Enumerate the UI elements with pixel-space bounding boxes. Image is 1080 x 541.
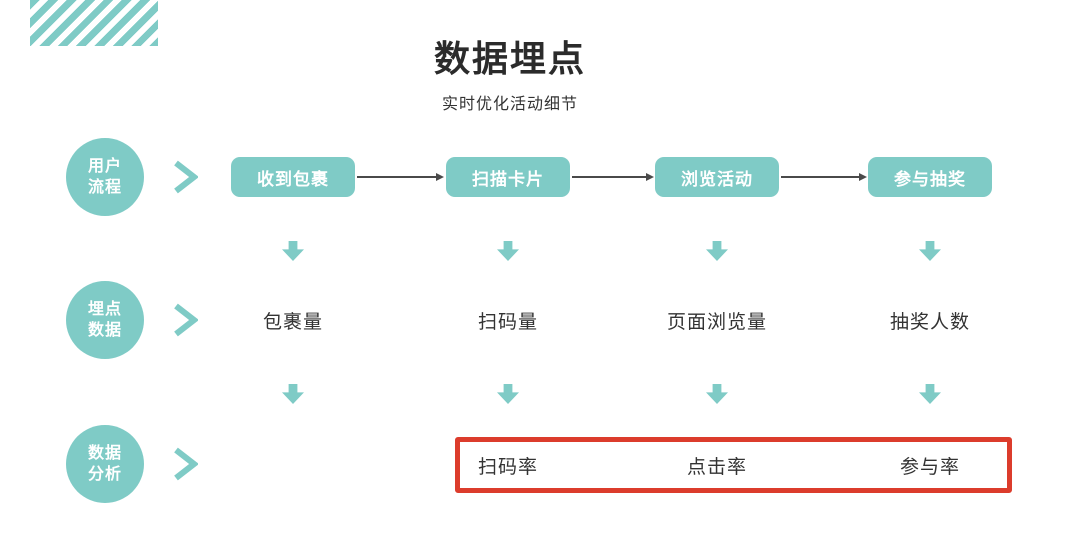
chevron-right-icon	[174, 303, 198, 337]
arrow-down-icon	[706, 241, 728, 261]
chevron-right-icon	[174, 160, 198, 194]
arrow-down-icon	[282, 241, 304, 261]
flow-step: 浏览活动	[655, 157, 779, 197]
row-badge-data-analysis: 数据 分析	[66, 425, 144, 503]
row-badge-line: 数据	[87, 320, 122, 339]
page-title: 数据埋点	[433, 39, 586, 80]
row-badge-line: 用户	[87, 156, 122, 176]
arrow-right-connector	[357, 173, 444, 181]
arrow-right-connector	[781, 173, 867, 181]
flow-step: 扫描卡片	[446, 157, 570, 197]
highlight-box	[455, 437, 1012, 493]
rate-label: 扫码率	[477, 456, 538, 478]
row-badge-tracking-data: 埋点 数据	[66, 281, 144, 359]
row-badge-user-flow: 用户 流程	[66, 138, 144, 216]
chevron-right-icon	[174, 447, 198, 481]
arrow-down-icon	[497, 384, 519, 404]
metric-label: 页面浏览量	[666, 311, 767, 333]
arrow-right-connector	[572, 173, 654, 181]
rate-label: 参与率	[899, 456, 960, 478]
row-badge-line: 流程	[87, 177, 122, 196]
arrow-down-icon	[706, 384, 728, 404]
metric-label: 包裹量	[262, 311, 323, 333]
flow-step: 收到包裹	[231, 157, 355, 197]
striped-decoration	[30, 0, 158, 46]
row-badge-line: 埋点	[87, 299, 122, 319]
row-badge-line: 分析	[87, 464, 122, 483]
flow-step: 参与抽奖	[868, 157, 992, 197]
page-subtitle: 实时优化活动细节	[441, 94, 578, 113]
arrow-down-icon	[282, 384, 304, 404]
rate-label: 点击率	[686, 456, 747, 478]
metric-label: 扫码量	[477, 311, 538, 333]
arrow-down-icon	[919, 384, 941, 404]
row-badge-line: 数据	[87, 443, 122, 463]
arrow-down-icon	[919, 241, 941, 261]
metric-label: 抽奖人数	[889, 311, 970, 333]
arrow-down-icon	[497, 241, 519, 261]
